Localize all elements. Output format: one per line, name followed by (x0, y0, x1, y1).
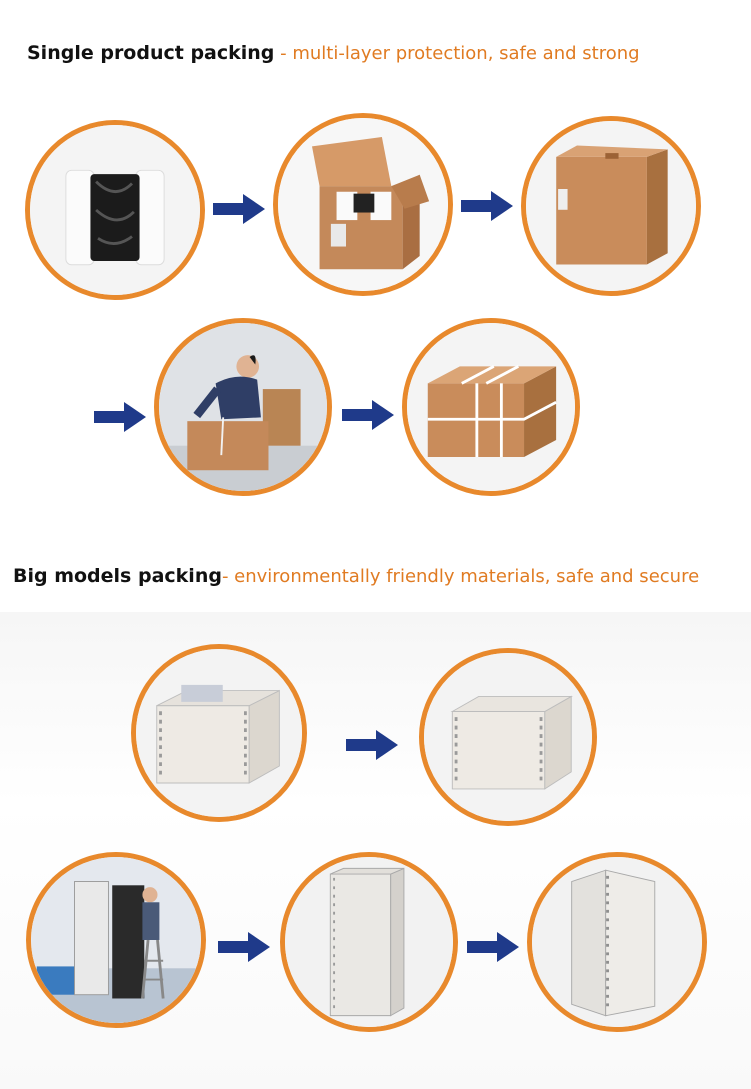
step-strapped-carton (402, 318, 580, 496)
step-tall-crate-front (280, 852, 458, 1032)
big-models-title: Big models packing (13, 565, 222, 587)
arrow-right-icon (461, 191, 513, 221)
step-closed-crate (419, 648, 597, 826)
big-models-heading: Big models packing- environmentally frie… (13, 565, 699, 587)
arrow-right-icon (218, 932, 270, 962)
single-product-heading: Single product packing - multi-layer pro… (27, 42, 640, 64)
arrow-right-icon (213, 194, 265, 224)
arrow-right-icon (346, 730, 398, 760)
arrow-right-icon (467, 932, 519, 962)
step-foam-protection (25, 120, 205, 300)
arrow-right-icon (342, 400, 394, 430)
single-product-title: Single product packing (27, 42, 275, 64)
step-strapping-worker (154, 318, 332, 496)
single-product-subtitle: - multi-layer protection, safe and stron… (274, 43, 640, 64)
step-worker-tall-unit (26, 852, 206, 1028)
step-open-crate (131, 644, 307, 822)
step-tall-crate-angle (527, 852, 707, 1032)
big-models-subtitle: - environmentally friendly materials, sa… (221, 566, 700, 587)
step-open-carton (273, 113, 453, 296)
step-closed-carton (521, 116, 701, 296)
arrow-right-icon (94, 402, 146, 432)
